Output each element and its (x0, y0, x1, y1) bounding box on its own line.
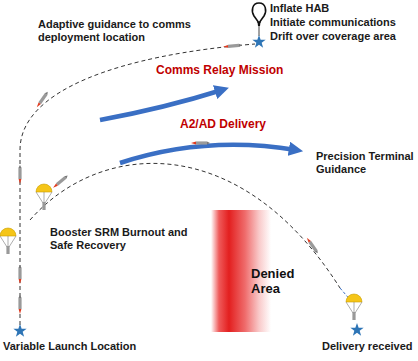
location-star (350, 323, 363, 336)
rocket-icon (191, 141, 210, 144)
denied-area-band: Denied Area (211, 210, 311, 332)
annotation-label: Delivery received (322, 340, 416, 353)
mission-label: Comms Relay Mission (156, 63, 296, 77)
annotation-label: Variable Launch Location (3, 340, 173, 353)
annotation-label: Adaptive guidance to comms deployment lo… (38, 18, 194, 44)
rocket-icon (18, 165, 21, 184)
mission-label: A2/AD Delivery (180, 117, 290, 131)
annotation-label: Initiate communications (270, 16, 416, 29)
annotation-label: Precision Terminal Guidance (316, 150, 416, 176)
rocket-icon (18, 295, 21, 314)
rocket-icon (223, 44, 242, 49)
parachute-icon (346, 294, 362, 320)
rocket-icon (36, 91, 50, 108)
location-star (13, 324, 26, 337)
parachute-icon (36, 184, 52, 210)
annotation-label: Booster SRM Burnout and Safe Recovery (50, 226, 206, 252)
rocket-icon (52, 174, 69, 189)
parachute-icon (0, 228, 16, 254)
rocket-icon (18, 265, 21, 284)
mission-arrow (120, 145, 296, 163)
region-label: Denied Area (251, 266, 309, 296)
annotation-label: Drift over coverage area (270, 30, 416, 43)
annotation-label: Inflate HAB (270, 2, 416, 15)
mission-arrow (100, 90, 222, 120)
balloon-icon (252, 3, 265, 36)
location-star (252, 35, 265, 48)
